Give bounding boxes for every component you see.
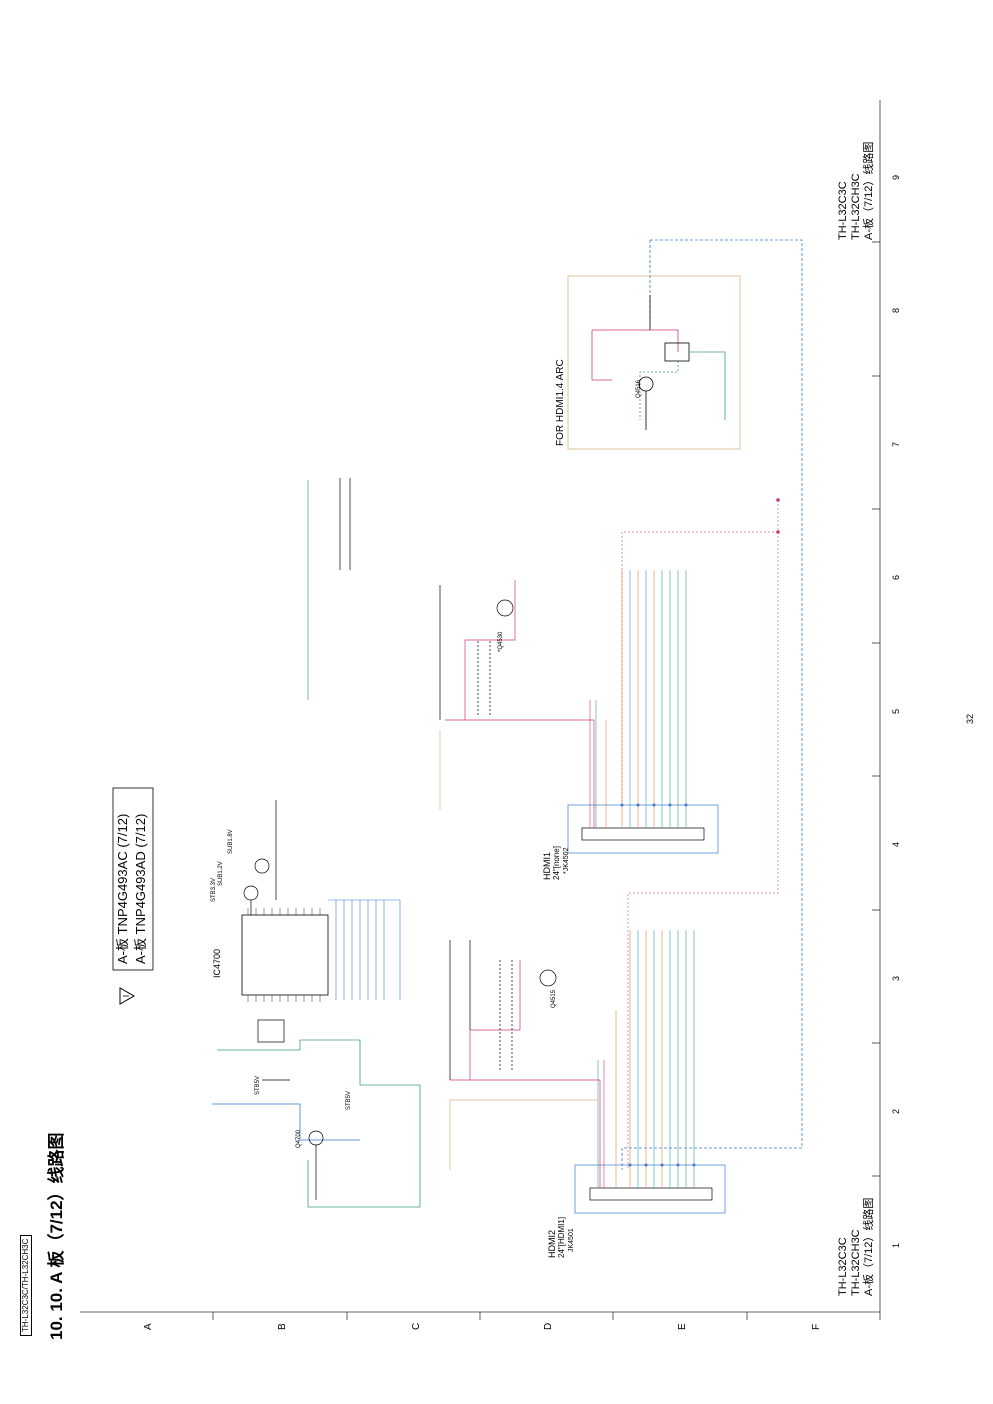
arc-box [567, 275, 741, 450]
q4530-label: *Q4530 [498, 631, 504, 652]
title-block-bottom-line-3: A-板（7/12）线路图 [863, 1197, 875, 1296]
grid-col-8: 8 [891, 307, 901, 313]
q4700-label: Q4700 [296, 1129, 302, 1148]
warning-triangle [119, 987, 136, 1005]
bus-blue-dashed [621, 239, 803, 1170]
grid-ticks-right [872, 241, 880, 1177]
grid-row-f: F [811, 1323, 822, 1330]
ic4700-body [241, 914, 329, 996]
hdmi1-sub-label: 24"[none] [552, 846, 561, 880]
arc-detail [591, 295, 726, 430]
title-block-top-line-3: A-板（7/12）线路图 [863, 141, 875, 240]
grid-col-7: 7 [891, 441, 901, 447]
bus-pink-dashed [627, 500, 779, 1170]
net-green-1 [217, 1039, 421, 1208]
title-block-bottom-line-2: TH-L32CH3C [850, 1229, 862, 1296]
hdmi1-label: HDMI1 [542, 851, 552, 880]
hdmi2-signal-lines [597, 930, 695, 1188]
q4515-label: Q4515 [551, 989, 557, 1008]
ic4700-label: IC4700 [212, 948, 222, 978]
section-title: 10. 10. A 板（7/12）线路图 [47, 1132, 66, 1340]
grid-col-1: 1 [891, 1242, 901, 1248]
warning-line-2: A-板 TNP4G493AD (7/12) [133, 813, 148, 964]
grid-row-b: B [277, 1323, 288, 1330]
page-number: 32 [965, 713, 975, 724]
grid-row-d: D [543, 1322, 554, 1330]
jk4502-label: *JK4502 [563, 847, 570, 874]
hdmi1-connector-box [567, 804, 719, 854]
ic4700-bus [328, 899, 401, 1000]
grid-ticks-bottom [212, 1312, 748, 1320]
q4530-region [439, 580, 595, 828]
jk4501-label: JK4501 [568, 1228, 575, 1252]
grid-col-2: 2 [891, 1108, 901, 1114]
grid-col-3: 3 [891, 975, 901, 981]
junction-dots [620, 498, 780, 1167]
grid-col-4: 4 [891, 841, 901, 847]
q4700-region [243, 800, 324, 1200]
title-block-top-line-1: TH-L32C3C [837, 181, 849, 240]
grid-col-6: 6 [891, 574, 901, 580]
arc-label: FOR HDMI1.4 ARC [555, 359, 566, 446]
hdmi1-signal-lines [589, 570, 687, 828]
grid-row-c: C [411, 1322, 422, 1330]
grid-col-5: 5 [891, 708, 901, 714]
stb33v-label: STB3.3V [211, 877, 217, 902]
grid-row-a: A [143, 1323, 154, 1330]
hdmi2-connector-box [574, 1164, 726, 1214]
upper-signal [307, 478, 351, 700]
stb5v-label-a: STB5V [255, 1075, 261, 1095]
grid-row-e: E [677, 1323, 688, 1330]
warning-line-1: A-板 TNP4G493AC (7/12) [115, 813, 130, 964]
title-block-bottom-line-1: TH-L32C3C [837, 1237, 849, 1296]
sub12v-label: SUB1.2V [218, 861, 224, 886]
hdmi2-sub-label: 24"[HDMI1] [557, 1216, 566, 1258]
q4515-region [449, 940, 601, 1188]
model-box: TH-L32C3C/TH-L32CH3C [20, 1234, 32, 1336]
stb5v-label-b: STB5V [346, 1090, 352, 1110]
frame [80, 100, 881, 1320]
q4516-label: Q4516 [636, 379, 642, 398]
sub18v-label: SUB1.8V [228, 829, 234, 854]
title-block-top-line-2: TH-L32CH3C [850, 173, 862, 240]
grid-col-9: 9 [891, 174, 901, 180]
warning-box [112, 787, 154, 971]
hdmi2-label: HDMI2 [547, 1229, 557, 1258]
